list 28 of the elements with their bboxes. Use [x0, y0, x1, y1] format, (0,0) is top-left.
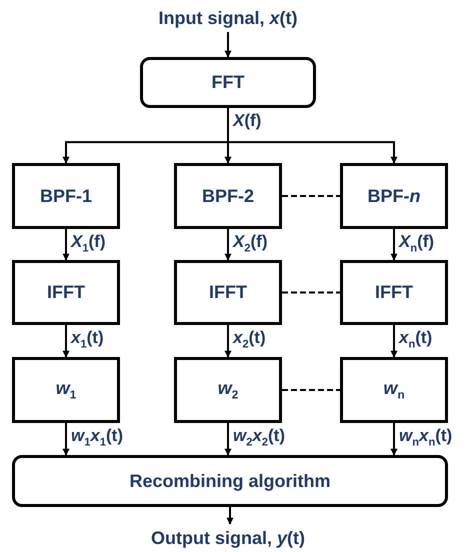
signal-label: Input signal, x(t)	[108, 4, 348, 32]
process-box: w$_{n}$	[340, 357, 448, 423]
arrow	[390, 423, 398, 456]
arrow	[390, 229, 398, 261]
edge-label: X(f)	[232, 111, 262, 131]
process-box: BPF-2	[174, 163, 282, 229]
dashed-connector	[282, 389, 340, 391]
arrow	[224, 423, 232, 456]
process-box: Recombining algorithm	[12, 455, 448, 507]
arrow	[390, 325, 398, 358]
process-box: IFFT	[174, 260, 282, 325]
dashed-connector	[282, 292, 340, 294]
arrow	[224, 229, 232, 261]
signal-label: Output signal, y(t)	[108, 524, 348, 552]
process-box: BPF-n	[340, 163, 448, 229]
arrow	[226, 507, 234, 525]
process-box: IFFT	[12, 260, 120, 325]
arrow	[224, 325, 232, 358]
process-box: w$_{1}$	[12, 357, 120, 423]
arrow	[62, 229, 70, 261]
process-box: w$_{2}$	[174, 357, 282, 423]
arrow	[62, 423, 70, 456]
process-box: IFFT	[340, 260, 448, 325]
arrow	[62, 325, 70, 358]
dashed-connector	[282, 195, 340, 197]
process-box: BPF-1	[12, 163, 120, 229]
arrow	[224, 32, 232, 58]
process-box: FFT	[140, 57, 316, 108]
